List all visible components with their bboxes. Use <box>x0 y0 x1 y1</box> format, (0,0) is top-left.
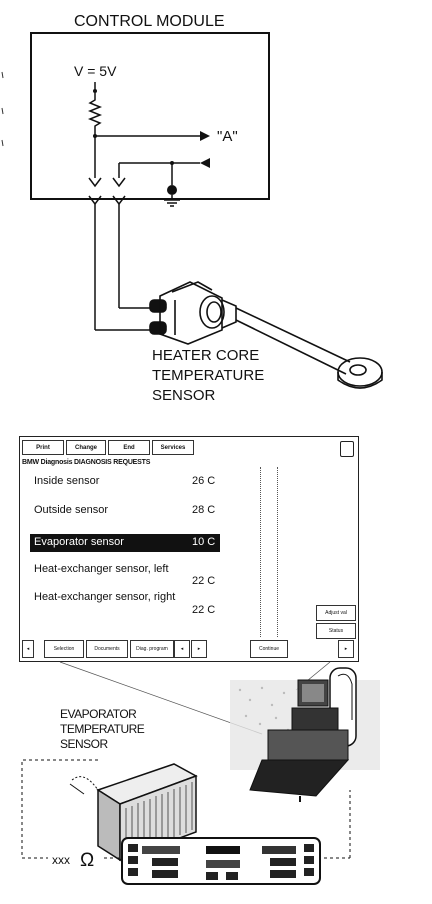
diagnosis-title: BMW Diagnosis DIAGNOSIS REQUESTS <box>22 459 151 466</box>
next-icon[interactable]: ▸ <box>191 640 207 658</box>
prev-icon[interactable]: ◂ <box>174 640 190 658</box>
diagnostic-tester-icon <box>230 667 380 802</box>
continue-button[interactable]: Continue <box>250 640 288 658</box>
multimeter-panel-icon <box>121 837 321 885</box>
tab-services[interactable]: Services <box>152 440 194 455</box>
row-label: Heat-exchanger sensor, right <box>34 591 176 603</box>
window-icon[interactable] <box>340 441 354 457</box>
documents-button[interactable]: Documents <box>86 640 128 658</box>
selection-button[interactable]: Selection <box>44 640 84 658</box>
adjust-button[interactable]: Adjust val <box>316 605 356 621</box>
ground-icon <box>164 199 180 207</box>
row-value: 26 C <box>192 475 216 487</box>
evaporator-icon <box>96 763 198 862</box>
evaporator-label-line2: TEMPERATURE <box>60 722 145 736</box>
signal-a-label: "A" <box>217 128 238 145</box>
tab-change[interactable]: Change <box>66 440 106 455</box>
scrollbar[interactable] <box>260 467 278 637</box>
heater-sensor-label-line2: TEMPERATURE <box>152 367 264 384</box>
heater-sensor-label-line1: HEATER CORE <box>152 347 259 364</box>
heater-core-sensor-icon <box>149 281 383 389</box>
tab-end[interactable]: End <box>108 440 150 455</box>
row-value: 22 C <box>192 604 216 616</box>
row-label: Evaporator sensor <box>34 536 124 548</box>
ohm-symbol: Ω <box>80 850 94 871</box>
control-module-box <box>30 32 270 200</box>
tab-print[interactable]: Print <box>22 440 64 455</box>
arrow-left-icon <box>200 158 210 168</box>
diagnosis-screen: Print Change End Services BMW Diagnosis … <box>19 436 359 662</box>
ground-node-icon <box>167 185 177 195</box>
evaporator-label-line3: SENSOR <box>60 737 109 751</box>
pullup-resistor-icon <box>87 93 103 134</box>
arrow-right-icon <box>200 131 210 141</box>
forward-arrow-icon[interactable]: ▸ <box>338 640 354 658</box>
voltage-label: V = 5V <box>74 63 117 79</box>
back-arrow-icon[interactable]: ◂ <box>22 640 34 658</box>
control-module-title: CONTROL MODULE <box>74 13 225 30</box>
connector-pins-icon <box>88 177 126 206</box>
row-label: Inside sensor <box>34 475 100 487</box>
heater-sensor-label-line3: SENSOR <box>152 387 216 404</box>
row-evaporator-sensor-selected[interactable]: Evaporator sensor 10 C <box>30 534 220 552</box>
resistance-reading: xxx <box>52 853 70 867</box>
row-label: Heat-exchanger sensor, left <box>34 563 169 575</box>
row-label: Outside sensor <box>34 504 108 516</box>
status-button[interactable]: Status <box>316 623 356 639</box>
diag-program-button[interactable]: Diag. program <box>130 640 174 658</box>
evaporator-label-line1: EVAPORATOR <box>60 707 137 721</box>
row-value: 10 C <box>192 536 216 548</box>
row-value: 22 C <box>192 575 216 587</box>
control-module-schematic: CONTROL MODULE V = 5V "A" <box>1 13 383 404</box>
row-value: 28 C <box>192 504 216 516</box>
